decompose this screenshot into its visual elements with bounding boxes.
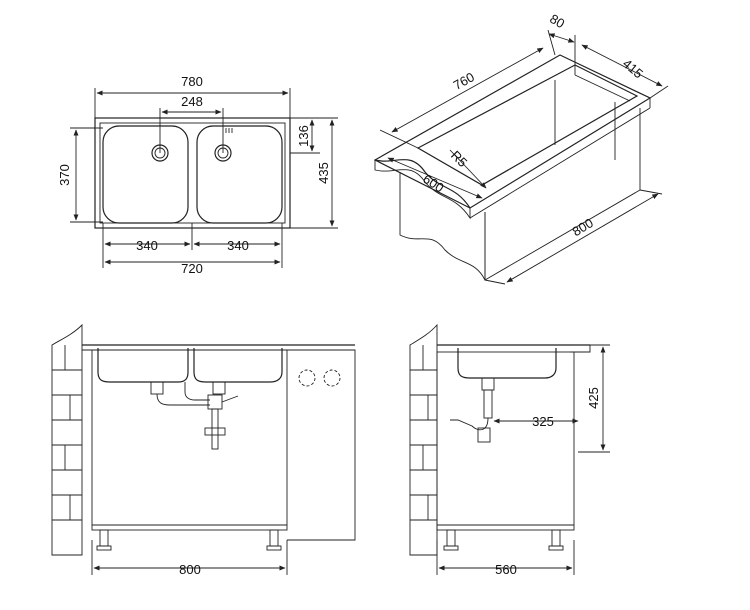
left-bowl bbox=[102, 125, 189, 224]
dim-415-line bbox=[581, 44, 663, 87]
side-view: 325 425 560 bbox=[409, 323, 610, 577]
socket-icon-2 bbox=[323, 369, 341, 387]
dim-340-left-label: 340 bbox=[136, 238, 158, 253]
top-view: 780 248 370 435 136 340 340 720 bbox=[57, 74, 338, 276]
dim-325-label: 325 bbox=[532, 414, 554, 429]
dim-760-line bbox=[391, 47, 544, 133]
left-bowl-section bbox=[97, 348, 189, 383]
side-drain-trap bbox=[450, 377, 495, 443]
dim-780-label: 780 bbox=[181, 74, 203, 89]
cutout-opening bbox=[416, 64, 639, 186]
cutout-3d-view: 760 80 415 R5 600 800 bbox=[373, 11, 669, 285]
dim-136-label: 136 bbox=[296, 125, 311, 147]
sink-outline bbox=[94, 117, 291, 229]
dim-370-label: 370 bbox=[57, 164, 72, 186]
adjacent-cabinet bbox=[287, 349, 356, 541]
dim-800-label: 800 bbox=[570, 215, 596, 239]
dim-80-line bbox=[548, 33, 575, 43]
brick-wall-side bbox=[409, 323, 438, 556]
right-bowl-section bbox=[193, 348, 283, 383]
cabinet-left-side bbox=[399, 172, 486, 281]
dim-760-label: 760 bbox=[451, 69, 477, 93]
cabinet-front bbox=[484, 108, 641, 281]
dim-front-800-label: 800 bbox=[179, 562, 201, 577]
side-bowl-section bbox=[457, 348, 557, 379]
drain-pipework bbox=[150, 381, 239, 450]
legs-front bbox=[96, 529, 282, 551]
overflow-slots-icon bbox=[225, 128, 233, 133]
side-cabinet-body bbox=[436, 351, 575, 531]
dim-425-label: 425 bbox=[586, 387, 601, 409]
dim-600-line bbox=[387, 157, 483, 199]
socket-icon bbox=[298, 369, 316, 387]
dim-720-label: 720 bbox=[181, 261, 203, 276]
dim-340-right-label: 340 bbox=[227, 238, 249, 253]
legs-side bbox=[443, 529, 564, 551]
front-view: 800 bbox=[51, 323, 356, 577]
dim-560-label: 560 bbox=[495, 562, 517, 577]
dim-600-label: 600 bbox=[420, 171, 446, 195]
brick-wall-left bbox=[51, 323, 83, 556]
dim-800-line bbox=[506, 193, 659, 283]
cabinet-body bbox=[91, 349, 288, 531]
sink-rim-inner bbox=[99, 122, 286, 224]
dim-415-label: 415 bbox=[620, 56, 646, 81]
dim-435-label: 435 bbox=[316, 162, 331, 184]
dim-248-label: 248 bbox=[181, 94, 203, 109]
right-bowl bbox=[196, 125, 283, 224]
countertop-top-face bbox=[373, 54, 652, 209]
dim-80-label: 80 bbox=[547, 11, 567, 31]
